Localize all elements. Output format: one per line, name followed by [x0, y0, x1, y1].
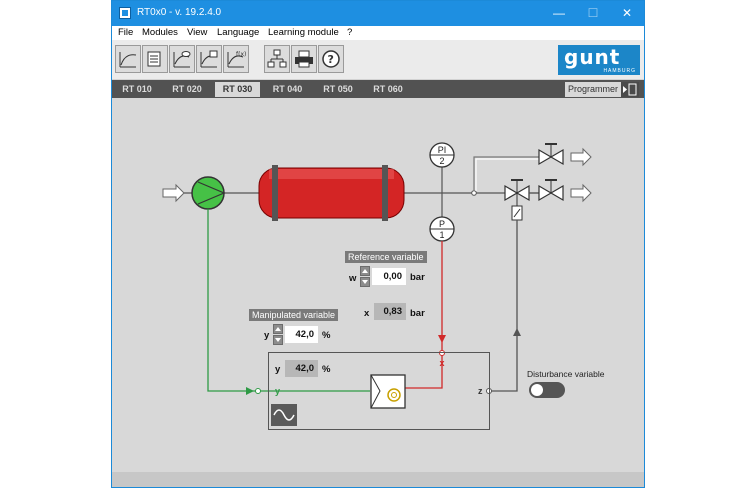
- programmer-label: Programmer: [568, 84, 619, 94]
- menu-help[interactable]: ?: [347, 27, 353, 38]
- outlet-lower-arrow-icon: [570, 183, 592, 203]
- title-bar: RT0x0 - v. 19.2.4.0 — ☐ ✕: [112, 1, 644, 26]
- device-config-button[interactable]: [142, 45, 168, 73]
- controller-block-icon: [370, 374, 406, 409]
- w-decrement-button[interactable]: [360, 277, 370, 287]
- menu-modules[interactable]: Modules: [142, 27, 178, 38]
- menu-language[interactable]: Language: [217, 27, 260, 38]
- tab-rt020[interactable]: RT 020: [172, 84, 202, 94]
- help-icon: ?: [322, 50, 340, 68]
- pi-num: 2: [439, 156, 444, 166]
- z-port-label: z: [478, 386, 483, 396]
- manual-valve-upper-icon: [538, 143, 564, 166]
- controller-plot-button[interactable]: [196, 45, 222, 73]
- step-response-icon: [119, 52, 137, 68]
- controller-y-label: y: [275, 364, 281, 375]
- pressure-vessel-icon: [258, 165, 405, 221]
- help-button[interactable]: ?: [318, 45, 344, 73]
- controller-y-display: 42,0: [285, 360, 318, 377]
- disturbance-variable-label: Disturbance variable: [527, 369, 605, 379]
- manipulated-variable-label: Manipulated variable: [249, 309, 339, 321]
- process-diagram-area: PI 2 P 1: [112, 98, 644, 472]
- module-tab-bar: RT 010 RT 020 RT 030 RT 040 RT 050 RT 06…: [112, 80, 644, 98]
- disturbance-toggle[interactable]: [529, 382, 565, 398]
- network-button[interactable]: [264, 45, 290, 73]
- function-plot-button[interactable]: f(x): [223, 45, 249, 73]
- w-stepper[interactable]: [360, 266, 370, 288]
- svg-text:f(x): f(x): [236, 51, 246, 58]
- x-label: x: [364, 308, 370, 319]
- print-button[interactable]: [291, 45, 317, 73]
- menu-file[interactable]: File: [118, 27, 134, 38]
- y-increment-button[interactable]: [273, 324, 283, 334]
- trend-view-button[interactable]: [169, 45, 195, 73]
- trend-view-icon: [173, 51, 191, 68]
- reference-variable-label: Reference variable: [345, 251, 427, 263]
- manual-valve-lower-icon: [538, 179, 564, 202]
- process-schematic: PI 2 P 1: [162, 142, 592, 426]
- sine-signal-icon: [271, 404, 297, 426]
- y-stepper[interactable]: [273, 324, 283, 346]
- toolbar: f(x) ? gunt HAMBURG: [112, 40, 644, 80]
- menu-bar: File Modules View Language Learning modu…: [112, 26, 644, 40]
- outlet-upper-arrow-icon: [570, 147, 592, 167]
- menu-view[interactable]: View: [187, 27, 208, 38]
- panel-toggle-icon: [621, 82, 639, 97]
- tab-rt030[interactable]: RT 030: [215, 82, 260, 97]
- programmer-button[interactable]: Programmer: [565, 82, 639, 97]
- pump-icon: [191, 176, 226, 210]
- gunt-logo: gunt HAMBURG: [558, 45, 640, 75]
- tab-rt050[interactable]: RT 050: [323, 84, 353, 94]
- step-response-button[interactable]: [115, 45, 141, 73]
- maximize-button[interactable]: ☐: [587, 6, 599, 20]
- status-bar: [112, 472, 644, 487]
- p-num: 1: [439, 230, 444, 240]
- printer-icon: [295, 50, 313, 68]
- logo-subtext: HAMBURG: [603, 68, 636, 74]
- pressure-transmitter-icon: [429, 216, 455, 242]
- controller-plot-icon: [200, 50, 218, 68]
- close-button[interactable]: ✕: [621, 6, 633, 20]
- w-unit: bar: [410, 272, 425, 283]
- window-title: RT0x0 - v. 19.2.4.0: [137, 7, 222, 18]
- y-decrement-button[interactable]: [273, 335, 283, 345]
- app-window: RT0x0 - v. 19.2.4.0 — ☐ ✕ File Modules V…: [111, 0, 645, 488]
- w-label: w: [349, 273, 357, 284]
- menu-learning-module[interactable]: Learning module: [268, 27, 339, 38]
- device-config-icon: [147, 51, 161, 67]
- tab-rt060[interactable]: RT 060: [373, 84, 403, 94]
- x-unit: bar: [410, 308, 425, 319]
- p-tag: P: [439, 219, 445, 229]
- y-value-input[interactable]: 42,0: [285, 326, 318, 343]
- logo-text: gunt: [564, 45, 621, 69]
- x-value-display: 0,83: [374, 303, 406, 320]
- tab-rt010[interactable]: RT 010: [122, 84, 152, 94]
- controller-frame: [268, 352, 490, 430]
- controller-y-unit: %: [322, 364, 331, 375]
- tab-rt040[interactable]: RT 040: [272, 84, 303, 94]
- app-icon: [119, 7, 131, 19]
- network-icon: [267, 49, 287, 68]
- toggle-knob: [531, 384, 543, 396]
- control-valve-icon: [504, 179, 530, 221]
- svg-text:?: ?: [328, 53, 334, 66]
- minimize-button[interactable]: —: [553, 6, 565, 20]
- w-increment-button[interactable]: [360, 266, 370, 276]
- function-plot-icon: f(x): [227, 51, 246, 68]
- pi-tag: PI: [438, 145, 447, 155]
- pressure-indicator-icon: [429, 142, 455, 168]
- inlet-arrow-icon: [162, 183, 185, 203]
- y-unit: %: [322, 330, 331, 341]
- y-label: y: [264, 330, 270, 341]
- w-value-input[interactable]: 0,00: [372, 268, 406, 285]
